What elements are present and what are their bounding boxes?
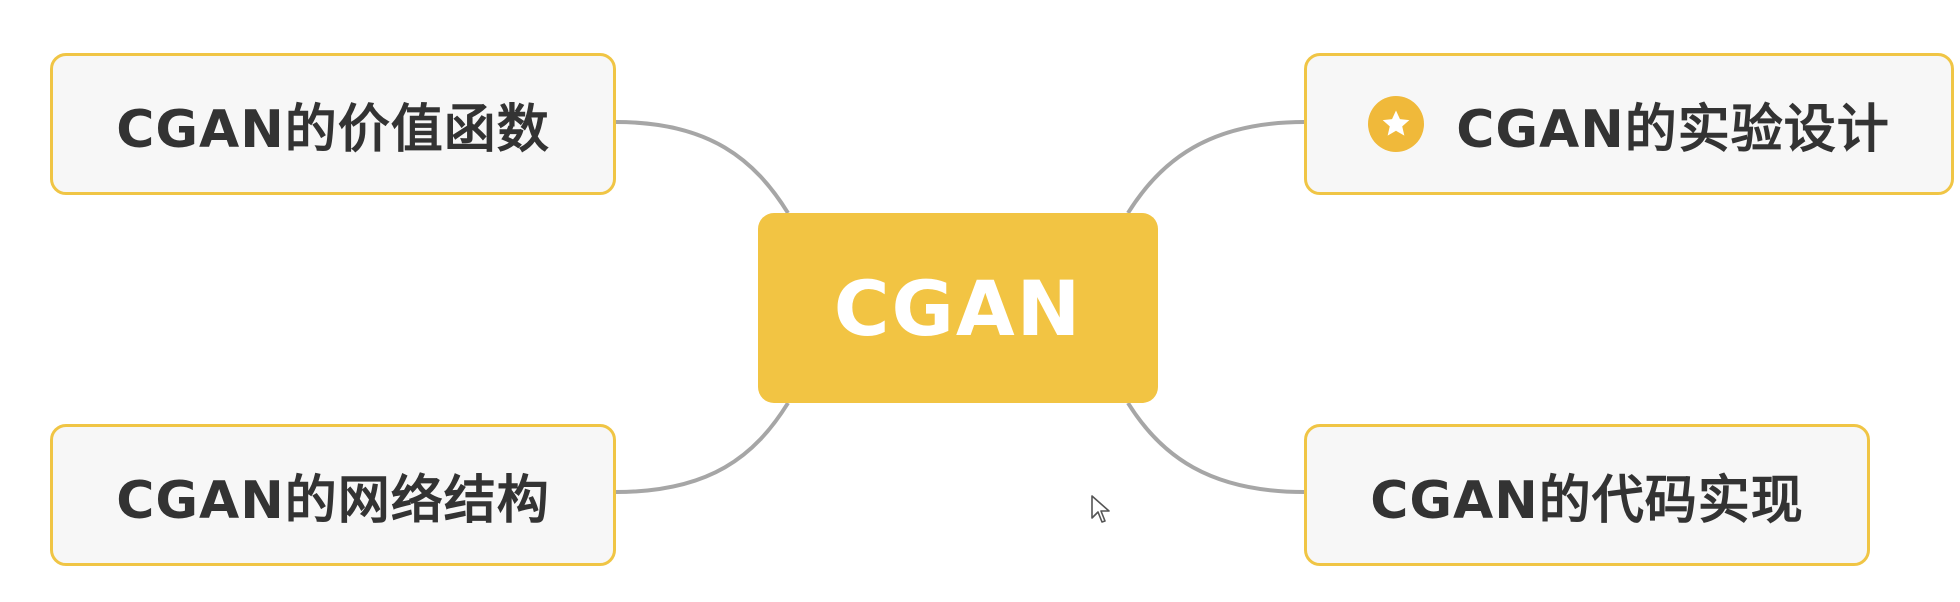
connector-top-left — [615, 120, 790, 215]
star-icon — [1368, 96, 1425, 152]
subtopic-label: CGAN的价值函数 — [116, 99, 550, 160]
mouse-cursor-icon — [1091, 495, 1110, 523]
central-topic-label: CGAN — [833, 263, 1083, 353]
connector-bottom-left — [615, 401, 790, 494]
central-topic[interactable]: CGAN — [758, 213, 1158, 403]
subtopic-network-structure[interactable]: CGAN的网络结构 — [50, 424, 616, 566]
connector-top-right — [1126, 120, 1305, 215]
subtopic-value-function[interactable]: CGAN的价值函数 — [50, 53, 616, 195]
subtopic-label: CGAN的实验设计 — [1456, 99, 1890, 160]
connector-bottom-right — [1126, 401, 1305, 494]
subtopic-label: CGAN的网络结构 — [116, 470, 550, 531]
subtopic-experiment-design[interactable]: CGAN的实验设计 — [1304, 53, 1954, 195]
subtopic-label: CGAN的代码实现 — [1370, 470, 1804, 531]
subtopic-code-implementation[interactable]: CGAN的代码实现 — [1304, 424, 1870, 566]
